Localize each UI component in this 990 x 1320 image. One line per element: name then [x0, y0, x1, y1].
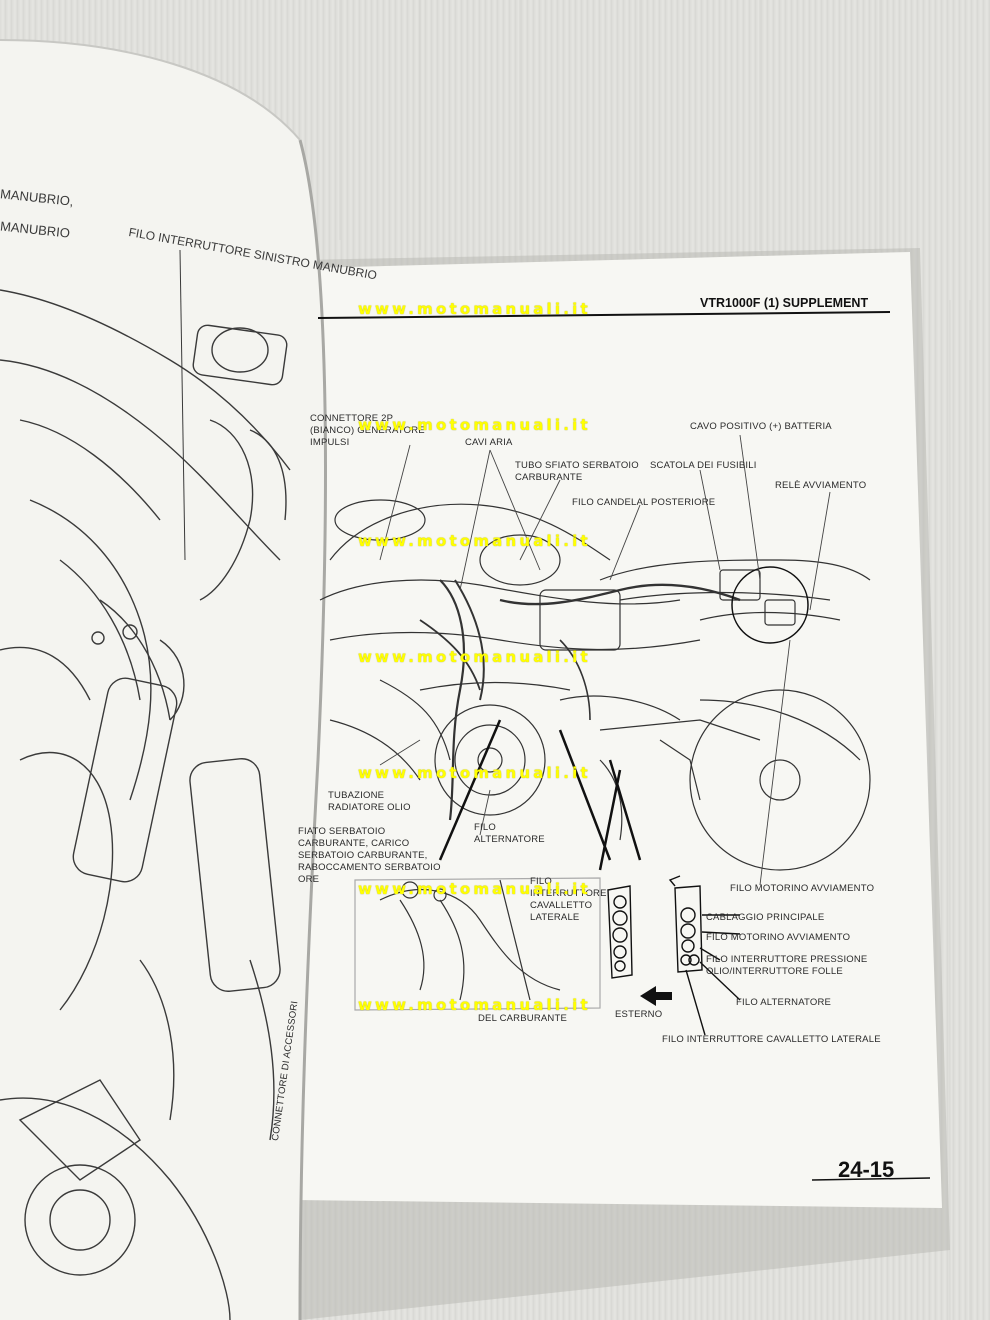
page-edge	[0, 39, 301, 141]
page-header: VTR1000F (1) SUPPLEMENT	[700, 296, 869, 310]
detail-callouts	[438, 566, 809, 871]
right-page	[296, 252, 942, 1208]
footer-rule	[811, 1177, 931, 1181]
watermark-1: www.motomanuali.it	[358, 300, 591, 318]
label-tubazione: TUBAZIONE RADIATORE OLIO	[328, 790, 411, 813]
engine-wiring-illustration	[319, 499, 871, 871]
page-number: 24-15	[838, 1157, 895, 1182]
arrow-esterno	[640, 986, 672, 1006]
left-page-illustration	[0, 249, 291, 1320]
table-surface	[339, 0, 971, 1320]
label-scatola-fusibili: SCATOLA DEI FUSIBILI	[650, 460, 757, 471]
label-filo-alternatore: FILO ALTERNATORE	[736, 997, 832, 1008]
label-del-carburante: DEL CARBURANTE	[478, 1013, 568, 1024]
label-filo-pressione: FILO INTERRUTTORE PRESSIONE OLIO/INTERRU…	[706, 954, 868, 977]
label-cablaggio: CABLAGGIO PRINCIPALE	[706, 912, 825, 923]
left-page	[0, 40, 326, 1320]
label-cavi-aria: CAVI ARIA	[465, 437, 513, 448]
label-filo-motorino-main: FILO MOTORINO AVVIAMENTO	[730, 883, 875, 894]
label-connector-2p: CONNETTORE 2P (BIANCO) GENERATORE IMPULS…	[310, 413, 425, 448]
label-cavo-positivo: CAVO POSITIVO (+) BATTERIA	[690, 421, 832, 432]
watermark-3: www.motomanuali.it	[358, 532, 591, 550]
header-rule	[317, 311, 891, 319]
label-leaders	[379, 434, 831, 886]
watermark-6: www.motomanuali.it	[358, 880, 591, 898]
label-esterno: ESTERNO	[615, 1009, 663, 1020]
label-filo-cavalletto: FILO INTERRUTTORE CAVALLETTO LATERALE	[530, 876, 607, 923]
watermark-2: www.motomanuali.it	[358, 416, 591, 434]
watermark-4: www.motomanuali.it	[358, 648, 591, 666]
watermark-7: www.motomanuali.it	[358, 996, 591, 1014]
label-filo-interruttore-cavalletto: FILO INTERRUTTORE CAVALLETTO LATERALE	[662, 1034, 881, 1045]
cable-section-diagrams	[607, 875, 741, 1036]
label-fiato: FIATO SERBATOIO CARBURANTE, CARICO SERBA…	[298, 826, 441, 885]
inset-diagram	[354, 877, 601, 1011]
label-rele: RELÈ AVVIAMENTO	[775, 480, 867, 491]
label-tubo-sfiato: TUBO SFIATO SERBATOIO CARBURANTE	[515, 460, 639, 483]
page-gutter	[298, 139, 327, 1320]
label-filo-alternatore-main: FILO ALTERNATORE	[474, 822, 545, 845]
label-filo-candela: FILO CANDELAL POSTERIORE	[572, 497, 716, 508]
label-filo-motorino: FILO MOTORINO AVVIAMENTO	[706, 932, 851, 943]
watermark-5: www.motomanuali.it	[358, 764, 591, 782]
